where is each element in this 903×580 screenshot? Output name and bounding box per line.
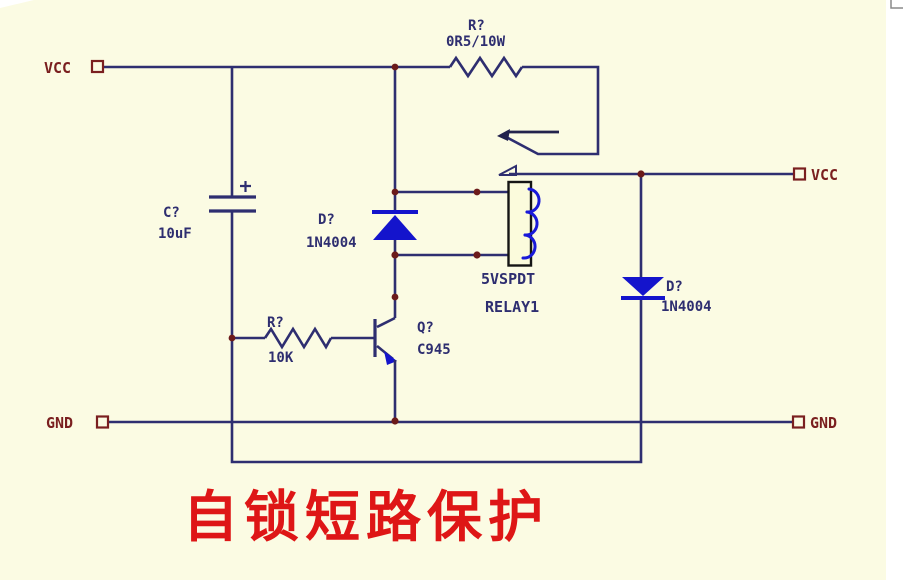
junction-dot [391,251,399,259]
junction-dot [391,188,399,196]
junction-dot [391,293,399,301]
resistor-r2-value: 10K [268,350,294,366]
junction-dot [228,334,236,342]
capacitor-c1-designator: C? [163,205,180,221]
terminal-gnd-left-label: GND [46,414,73,432]
capacitor-c1-value: 10uF [158,226,192,242]
diode-d2-designator: D? [666,279,683,295]
junction-dot [473,251,481,259]
diode-d1-designator: D? [318,212,335,228]
junction-dot [391,63,399,71]
junction-dot [637,170,645,178]
junction-dot [391,417,399,425]
relay-contact-lower-arrow-icon [498,164,517,176]
relay-contact-arrow-icon [497,129,510,141]
terminal-vcc-right-label: VCC [811,166,838,184]
diode-d2-symbol [622,277,664,296]
page-right-margin [886,0,903,580]
transistor-q1-value: C945 [417,342,451,358]
transistor-collector-lead [376,316,396,329]
relay-coil-body [507,180,533,267]
resistor-r2-designator: R? [267,315,284,331]
resistor-r1-symbol [448,55,524,79]
resistor-r1-value: 0R5/10W [446,34,506,50]
circuit-title: 自锁短路保护 [183,485,549,549]
diode-d2-value: 1N4004 [661,299,712,315]
terminal-vcc-left-icon [90,59,105,74]
resistor-r2-symbol [263,326,333,350]
corner-artifact-top-right [890,0,903,9]
terminal-gnd-left-icon [95,415,110,429]
relay-name-label: RELAY1 [485,298,539,316]
transistor-q1-designator: Q? [417,320,434,336]
wire-switch-common [507,65,600,156]
diode-d1-symbol [373,215,417,240]
terminal-gnd-right-icon [791,415,806,429]
capacitor-c1-plus-icon [240,181,251,192]
terminal-gnd-right-label: GND [810,414,837,432]
resistor-r1-designator: R? [468,18,485,34]
relay-coil-loop-3 [521,233,537,260]
junction-dot [473,188,481,196]
corner-artifact-top-left [0,0,34,8]
terminal-vcc-right-icon [792,167,807,181]
terminal-vcc-left-label: VCC [44,59,71,77]
relay-type-label: 5VSPDT [481,270,535,288]
diode-d1-value: 1N4004 [306,235,357,251]
